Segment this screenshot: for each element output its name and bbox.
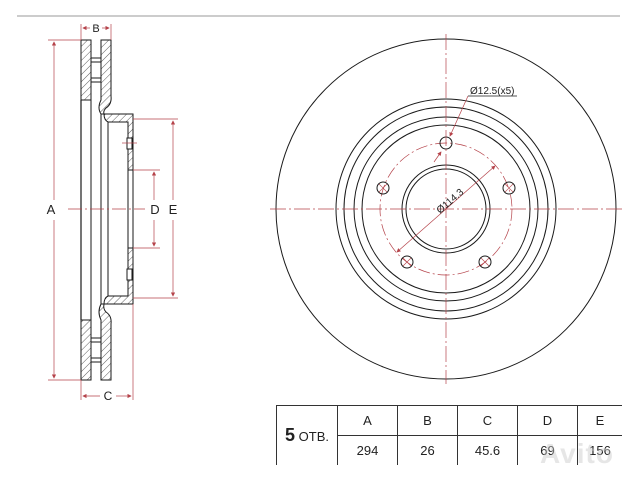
header-d: D — [517, 405, 578, 436]
holes-cell: 5 ОТВ. — [276, 405, 338, 465]
value-b: 26 — [397, 435, 458, 465]
header-e: E — [577, 405, 622, 436]
side-dimensions — [48, 24, 178, 400]
bolt-hole-callout: Ø12.5(x5) — [470, 86, 514, 97]
value-e: 156 — [577, 435, 622, 465]
bolt-holes — [376, 136, 516, 269]
header-b: B — [397, 405, 458, 436]
pcd-callout: Ø114.3 — [435, 187, 467, 217]
value-a: 294 — [337, 435, 398, 465]
front-view — [270, 34, 622, 384]
value-c: 45.6 — [457, 435, 518, 465]
table-values-row: 294 26 45.6 69 156 — [277, 435, 622, 465]
avito-watermark: Avito — [540, 438, 614, 469]
value-d: 69 — [517, 435, 578, 465]
header-a: A — [337, 405, 398, 436]
header-c: C — [457, 405, 518, 436]
dim-label-e: E — [169, 202, 178, 217]
dimensions-table: 5 ОТВ. A B C D E 294 26 45.6 69 156 — [276, 405, 622, 465]
dim-label-a: A — [47, 202, 56, 217]
side-section-view — [68, 39, 145, 381]
holes-label: ОТВ. — [298, 429, 329, 444]
table-header-row: 5 ОТВ. A B C D E — [276, 405, 622, 465]
dim-label-c: C — [104, 389, 113, 403]
dim-label-d: D — [150, 202, 159, 217]
holes-count: 5 — [285, 425, 296, 445]
dim-label-b: B — [92, 23, 99, 35]
